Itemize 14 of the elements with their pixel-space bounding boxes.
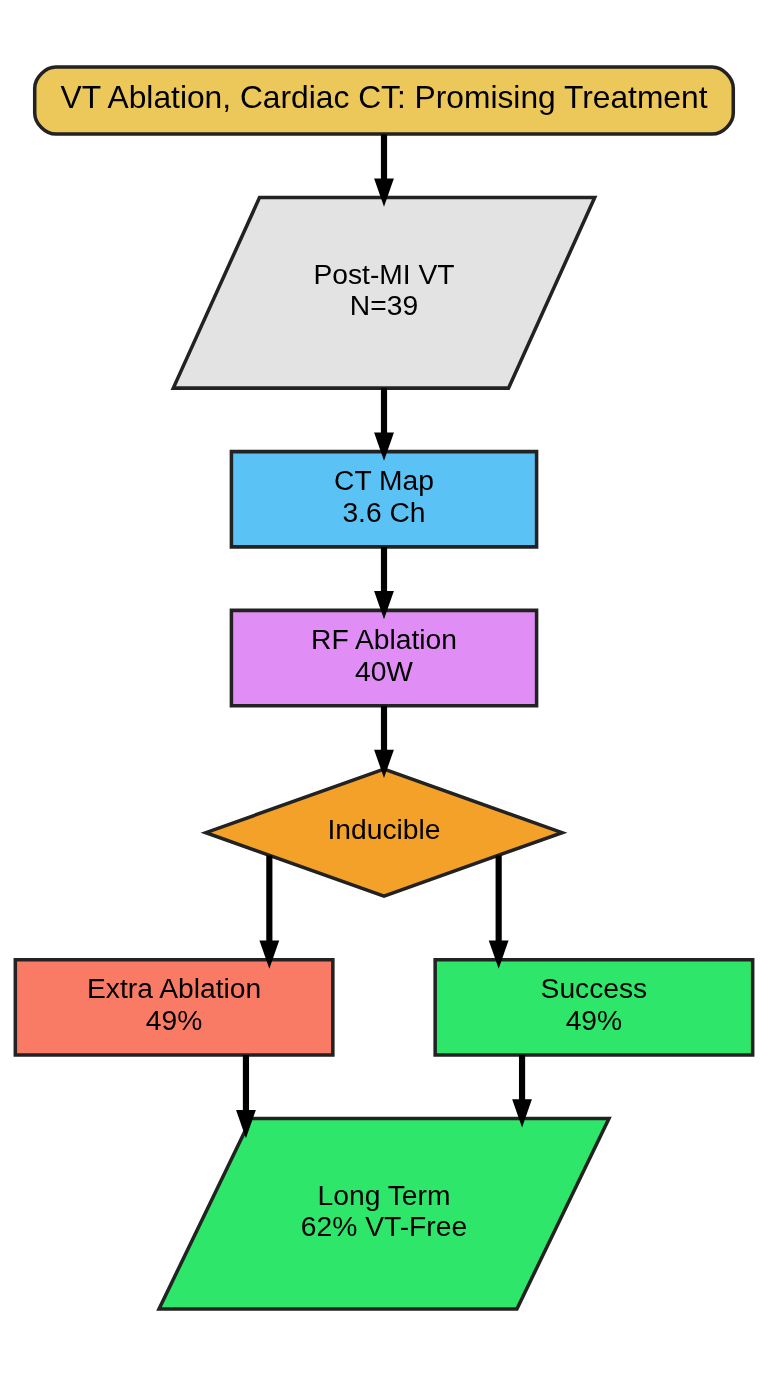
node-box: VT Ablation, Cardiac CT: Promising Treatment <box>32 65 736 136</box>
node-box: CT Map 3.6 Ch <box>229 449 539 549</box>
node-box: Success 49% <box>433 957 755 1057</box>
arrow <box>374 546 394 620</box>
node-box: RF Ablation 40W <box>229 608 539 708</box>
node-diamond: Inducible <box>200 767 568 899</box>
arrow <box>374 388 394 461</box>
arrow <box>488 855 509 969</box>
node-box: Extra Ablation 49% <box>13 957 335 1057</box>
arrow <box>259 855 280 969</box>
arrow <box>236 1055 256 1139</box>
arrow <box>374 134 394 207</box>
arrow <box>512 1055 532 1128</box>
arrow <box>374 705 394 778</box>
